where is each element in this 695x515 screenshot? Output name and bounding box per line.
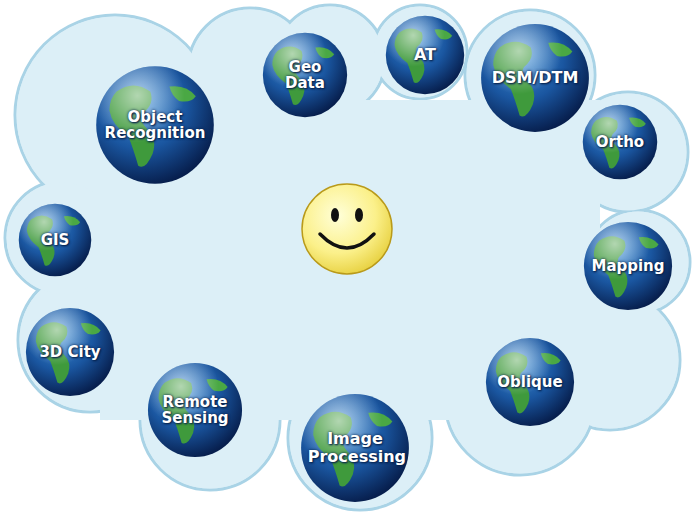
globe-label-wrap: Oblique (485, 337, 575, 427)
globe-label: 3D City (39, 344, 100, 361)
globe-label-wrap: Ortho (582, 104, 658, 180)
globe-node: Oblique (485, 337, 575, 427)
smiley-face (300, 182, 394, 276)
globe-label-wrap: GIS (18, 203, 92, 277)
globe-node: Remote Sensing (147, 362, 243, 458)
globe-label: Oblique (497, 374, 562, 391)
globe-label: Image Processing (308, 430, 403, 465)
globe-node: GIS (18, 203, 92, 277)
globe-label: Mapping (591, 258, 664, 275)
globe-label-wrap: Object Recognition (95, 65, 215, 185)
globe-node: Mapping (583, 221, 673, 311)
globe-node: DSM/DTM (480, 23, 590, 133)
globe-label: Ortho (596, 134, 644, 151)
globe-node: Image Processing (300, 393, 410, 503)
globe-node: Ortho (582, 104, 658, 180)
globe-label-wrap: 3D City (25, 307, 115, 397)
globe-label-wrap: Image Processing (300, 393, 410, 503)
globe-label-wrap: Geo Data (262, 32, 348, 118)
globe-node: Object Recognition (95, 65, 215, 185)
globe-label: Object Recognition (103, 109, 206, 142)
globe-label: GIS (41, 232, 70, 249)
globe-node: AT (385, 15, 465, 95)
globe-label-wrap: DSM/DTM (480, 23, 590, 133)
globe-label: DSM/DTM (492, 69, 579, 87)
globe-label-wrap: Mapping (583, 221, 673, 311)
globe-node: Geo Data (262, 32, 348, 118)
globe-label: Remote Sensing (154, 394, 237, 427)
globe-label-wrap: AT (385, 15, 465, 95)
globe-label: Geo Data (268, 59, 342, 92)
globe-label: AT (414, 46, 436, 64)
globe-node: 3D City (25, 307, 115, 397)
globe-label-wrap: Remote Sensing (147, 362, 243, 458)
